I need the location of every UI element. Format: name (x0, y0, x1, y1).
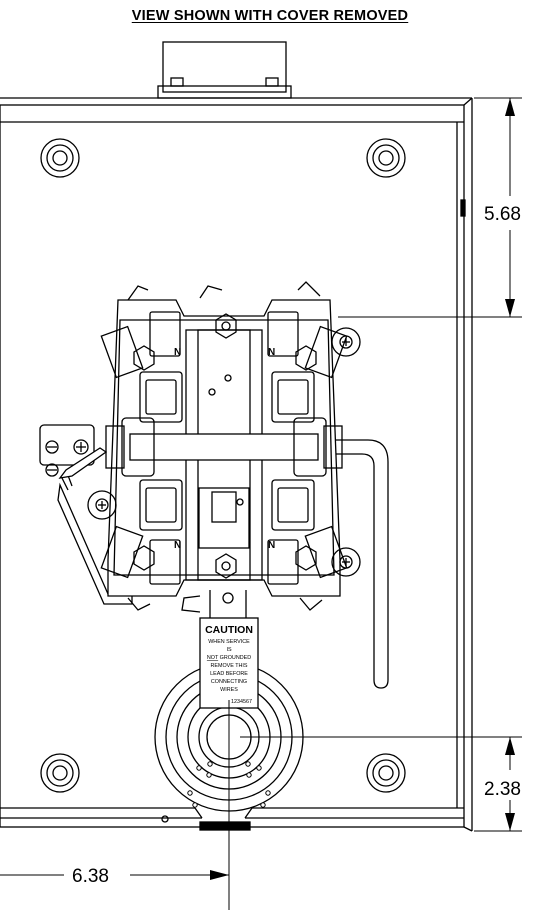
mounting-hole-top-right (366, 138, 406, 178)
mounting-hole-top-left (40, 138, 80, 178)
terminal-markers: N N N N (174, 347, 275, 551)
dimension-arrows (210, 98, 515, 880)
caution-tag-text: CAUTION WHEN SERVICE IS NOT GROUNDED REM… (205, 624, 253, 705)
terminal-letter: N (174, 347, 181, 358)
drawing-title: VIEW SHOWN WITH COVER REMOVED (131, 8, 409, 24)
caution-line: NOT GROUNDED (207, 655, 251, 661)
caution-line: LEAD BEFORE (210, 671, 248, 677)
left-lever (58, 447, 108, 479)
dimension-bottom: 2.38 (484, 779, 521, 800)
dimension-horizontal: 6.38 (72, 866, 109, 887)
mounting-hole-bottom-left (40, 753, 80, 793)
dimension-top: 5.68 (484, 204, 521, 225)
terminal-letter: N (174, 540, 181, 551)
top-hub (157, 41, 292, 99)
caution-heading: CAUTION (205, 624, 253, 636)
ground-wire-rod (299, 439, 389, 689)
caution-line: WIRES (220, 687, 238, 693)
enclosure-box (0, 97, 473, 832)
caution-line: IS (226, 647, 231, 653)
terminal-letter: N (268, 540, 275, 551)
mounting-hole-bottom-right (366, 753, 406, 793)
caution-line: REMOVE THIS (210, 663, 247, 669)
part-number: 1234567 (231, 699, 252, 705)
terminal-letter: N (268, 347, 275, 358)
caution-line: WHEN SERVICE (208, 639, 250, 645)
caution-line: CONNECTING (211, 679, 247, 685)
meter-base (87, 281, 361, 611)
